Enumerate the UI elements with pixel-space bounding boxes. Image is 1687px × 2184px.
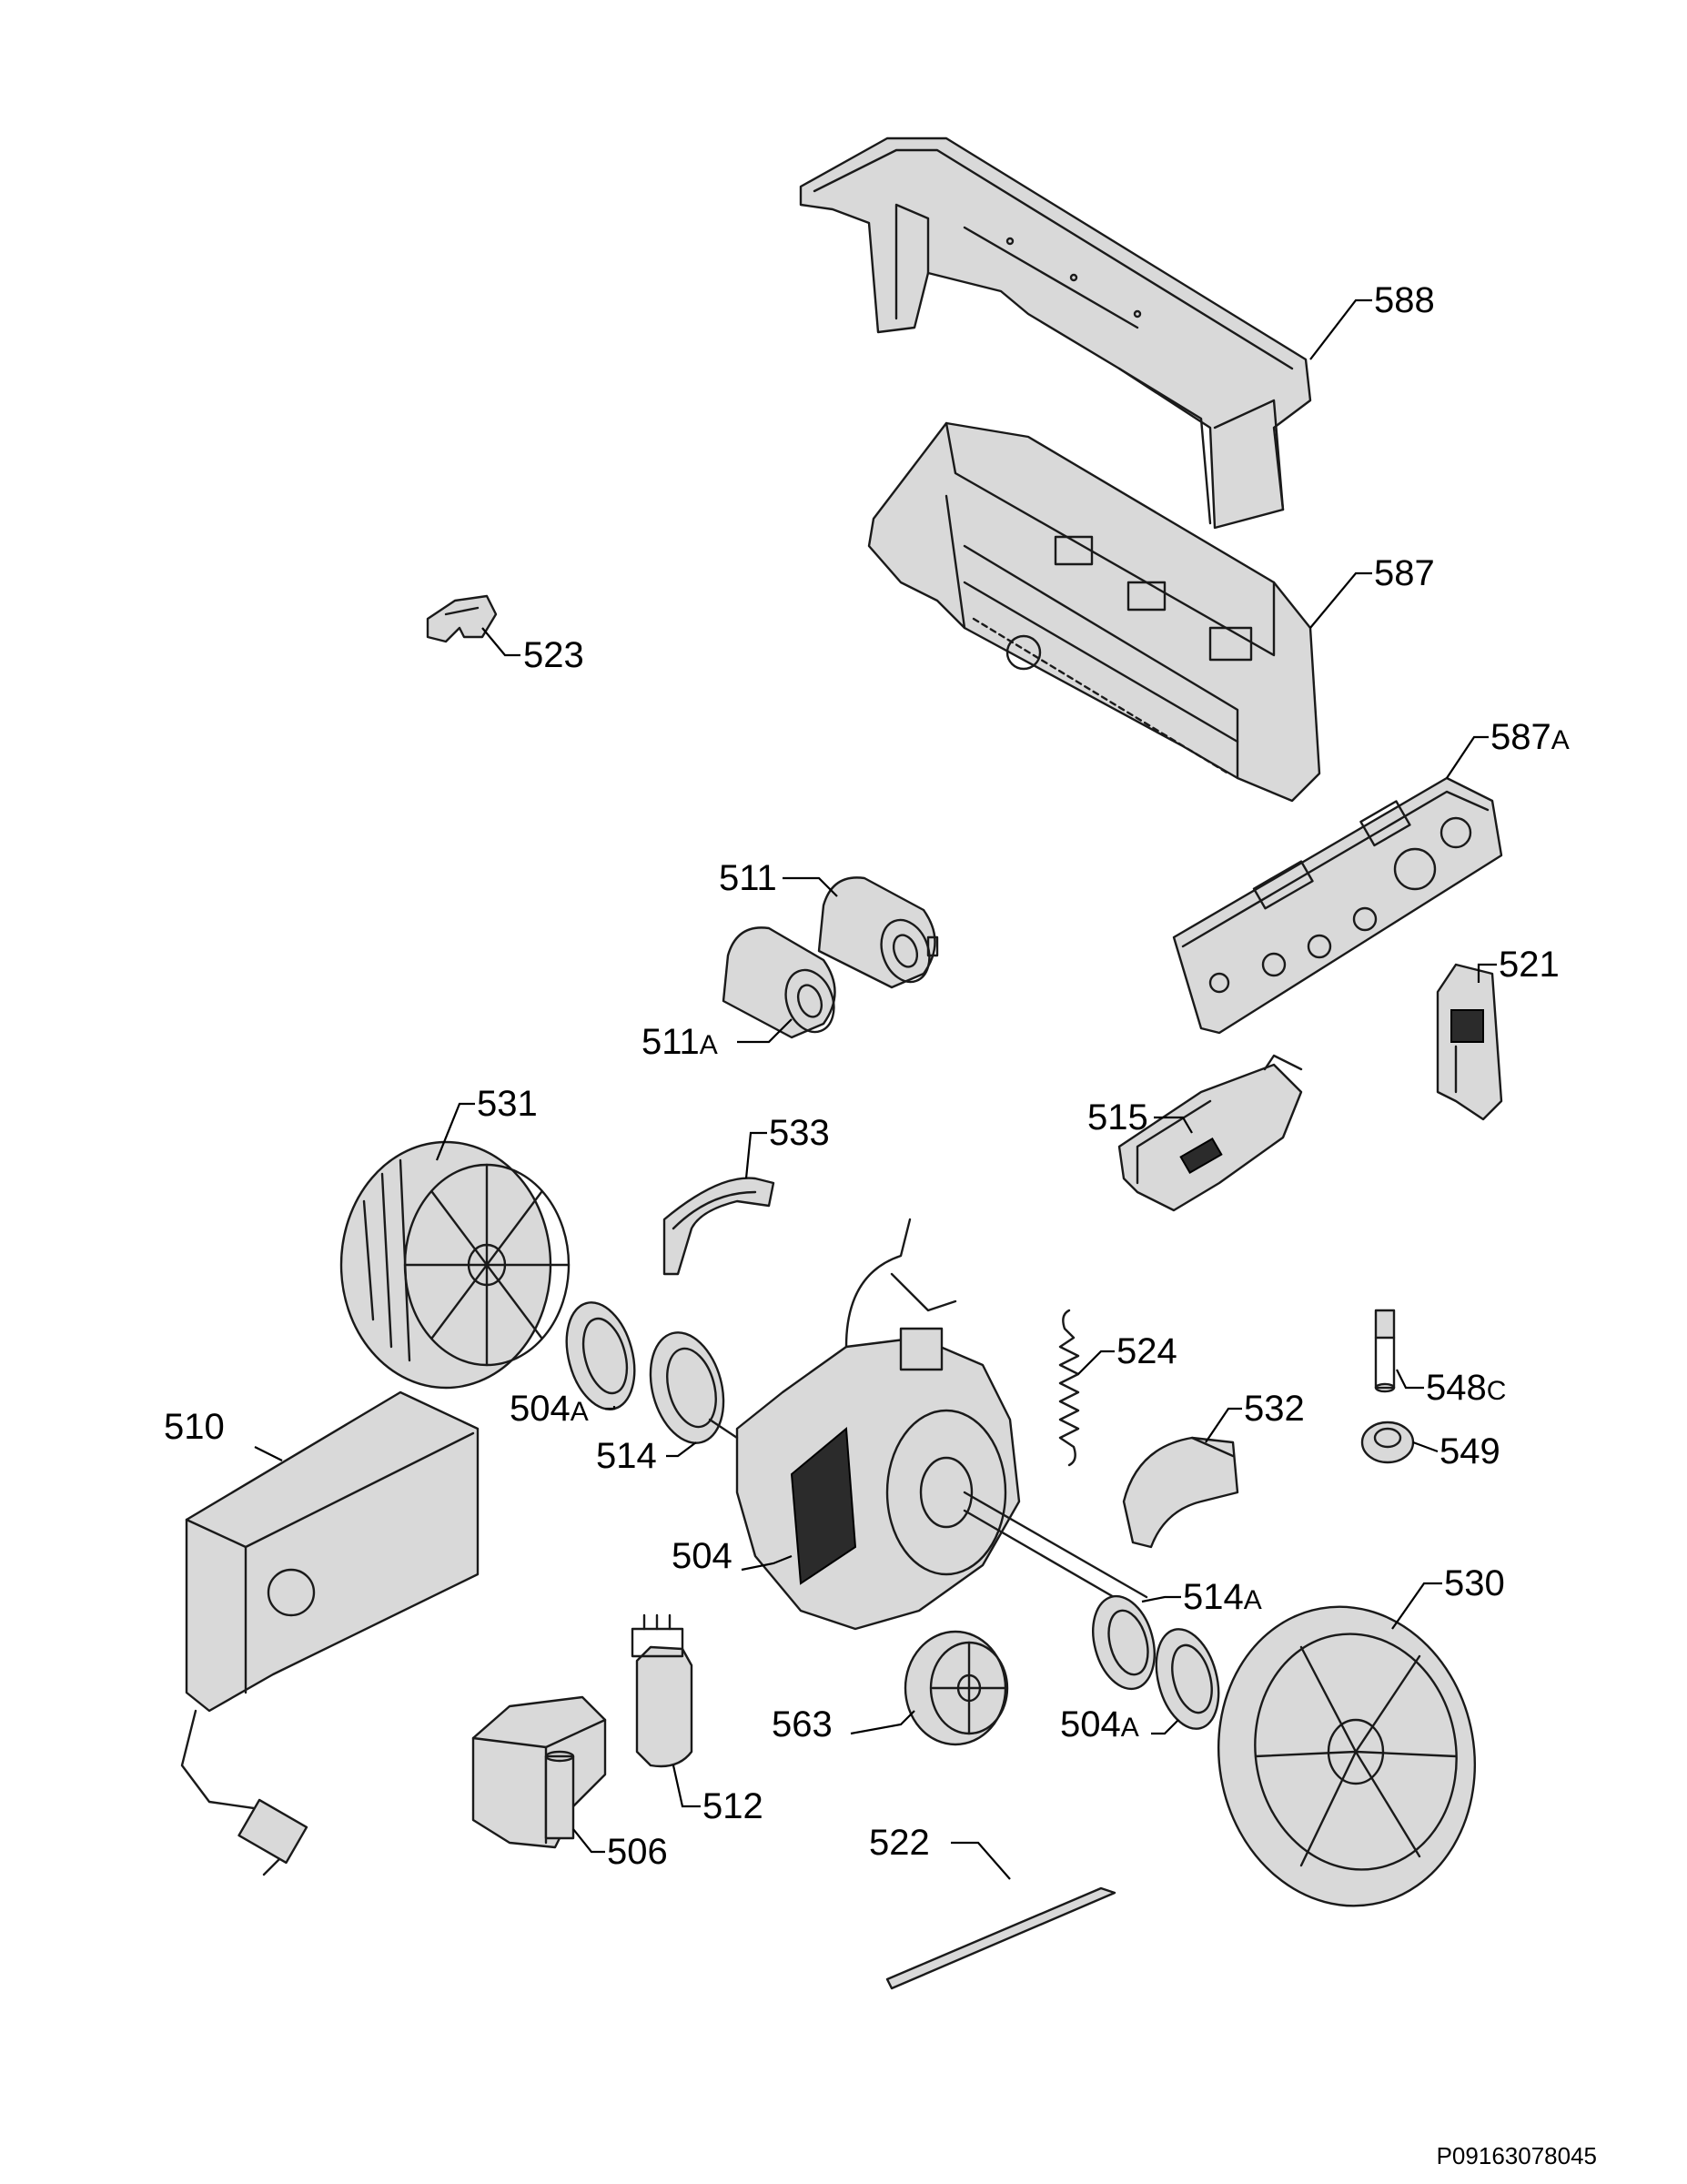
part-514A-bearing[interactable] (1084, 1589, 1165, 1695)
part-522-strip[interactable] (885, 1886, 1116, 1990)
callout-511: 511 (719, 858, 777, 898)
callout-523: 523 (523, 635, 584, 675)
part-514-bearing[interactable] (639, 1324, 735, 1451)
callout-521: 521 (1499, 945, 1560, 985)
callout-514A: 514A (1183, 1577, 1262, 1617)
part-504-motor[interactable] (708, 1218, 1148, 1631)
callout-512: 512 (702, 1786, 763, 1826)
leader-512 (672, 1764, 701, 1808)
part-504A-seal-right[interactable] (1147, 1623, 1229, 1736)
leader-511A (737, 1018, 793, 1044)
leader-510 (254, 1446, 283, 1461)
part-588-cover[interactable] (799, 136, 1312, 530)
part-506-pump[interactable] (471, 1695, 607, 1849)
part-521-switch[interactable] (1436, 963, 1503, 1121)
leader-514 (666, 1441, 697, 1458)
callout-515: 515 (1087, 1097, 1148, 1138)
part-532-guard[interactable] (1122, 1436, 1239, 1549)
leader-504A1 (605, 1406, 616, 1410)
callout-530: 530 (1444, 1563, 1505, 1603)
leader-563 (850, 1710, 915, 1735)
leader-523 (481, 627, 520, 657)
callout-504A-left: 504A (510, 1389, 589, 1429)
callout-532: 532 (1244, 1389, 1305, 1429)
part-530-fan[interactable] (1195, 1586, 1498, 1926)
callout-588: 588 (1374, 280, 1435, 320)
part-523-clip[interactable] (426, 594, 498, 643)
callout-510: 510 (164, 1407, 225, 1447)
callout-587A: 587A (1490, 717, 1570, 757)
callout-514: 514 (596, 1436, 657, 1476)
leader-511 (783, 876, 838, 897)
callout-522: 522 (869, 1823, 930, 1863)
leader-587 (1309, 571, 1372, 629)
callout-506: 506 (607, 1832, 668, 1872)
leader-522 (951, 1841, 1011, 1880)
part-511-capacitor[interactable] (817, 876, 939, 989)
part-587-housing[interactable] (867, 421, 1321, 803)
callout-504: 504 (672, 1536, 732, 1576)
part-510-housing[interactable] (180, 1390, 480, 1876)
leader-533 (744, 1131, 767, 1179)
callout-587: 587 (1374, 553, 1435, 593)
leader-504A2 (1151, 1719, 1179, 1735)
leader-530 (1391, 1582, 1442, 1630)
leader-506 (572, 1828, 605, 1854)
part-531-fan[interactable] (339, 1140, 571, 1390)
leader-521 (1477, 963, 1497, 983)
drawing-code: P09163078045 (1437, 2142, 1597, 2169)
leader-588 (1309, 298, 1372, 360)
leader-531 (435, 1102, 475, 1161)
callout-524: 524 (1116, 1331, 1177, 1371)
part-548C-sensor[interactable] (1374, 1309, 1396, 1393)
part-512-filter[interactable] (631, 1613, 693, 1768)
part-549-grommet[interactable] (1360, 1421, 1415, 1464)
callout-563: 563 (772, 1704, 833, 1744)
callout-548C: 548C (1426, 1368, 1506, 1408)
leader-548C (1396, 1369, 1424, 1390)
callout-549: 549 (1440, 1431, 1500, 1471)
part-563-pulley[interactable] (904, 1630, 1009, 1746)
part-524-spring[interactable] (1058, 1309, 1080, 1467)
callout-533: 533 (769, 1113, 830, 1153)
part-533-bracket[interactable] (662, 1177, 775, 1276)
leader-514A (1141, 1595, 1181, 1603)
leader-532 (1205, 1407, 1242, 1443)
leader-524 (1077, 1350, 1115, 1375)
leader-515 (1154, 1116, 1193, 1134)
callout-511A: 511A (641, 1022, 718, 1062)
part-511A-capacitor[interactable] (722, 926, 842, 1039)
leader-504 (741, 1554, 793, 1572)
callout-504A-right: 504A (1060, 1704, 1139, 1744)
leader-587A (1446, 735, 1489, 779)
leader-549 (1412, 1441, 1439, 1453)
part-515-bracket[interactable] (1117, 1054, 1303, 1212)
callout-531: 531 (477, 1084, 538, 1124)
